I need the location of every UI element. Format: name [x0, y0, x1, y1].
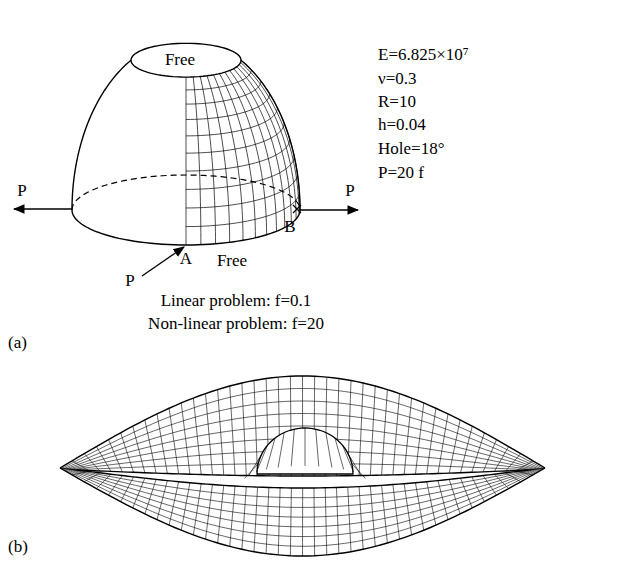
case-note: Non-linear problem: f=20 — [148, 315, 324, 334]
parameter: P=20 f — [378, 164, 424, 183]
mesh-line — [230, 486, 235, 546]
silhouette — [72, 60, 131, 210]
mesh-line — [70, 469, 536, 517]
mesh-line — [326, 433, 332, 468]
mesh-line — [257, 445, 268, 472]
mesh-line — [393, 485, 400, 540]
mesh-line — [415, 483, 423, 530]
panel-label: (a) — [8, 334, 27, 353]
load-arrow — [14, 208, 72, 209]
mesh-line — [206, 485, 213, 540]
mesh-line — [186, 174, 297, 208]
shell-deformed — [60, 376, 545, 556]
mesh-line — [343, 445, 354, 472]
load-arrow — [142, 247, 184, 276]
mesh-line — [348, 487, 351, 552]
mesh-line — [186, 81, 261, 104]
case-note: Linear problem: f=0.1 — [161, 292, 312, 311]
mesh-line — [193, 484, 201, 535]
panel-label: (b) — [8, 538, 28, 557]
mesh-line — [214, 75, 244, 240]
mesh-line — [200, 77, 215, 244]
mesh-line — [186, 192, 299, 227]
mesh-line — [313, 488, 315, 556]
edge-condition: Free — [165, 51, 195, 70]
mesh-line — [291, 429, 294, 466]
load-label: P — [345, 182, 354, 201]
point-label: B — [284, 218, 295, 237]
load-label: P — [125, 272, 134, 291]
mesh-line — [67, 469, 537, 527]
mesh-line — [186, 123, 284, 153]
mesh-line — [266, 488, 269, 554]
mesh-line — [219, 74, 255, 238]
edge-condition: Free — [217, 252, 247, 271]
mesh-line — [169, 482, 179, 525]
mesh-line — [427, 482, 436, 525]
mesh-line — [181, 483, 190, 530]
mesh-line — [305, 428, 306, 466]
hole — [257, 428, 353, 474]
load-arrows — [14, 205, 358, 276]
mesh-line — [337, 488, 339, 554]
mesh-line — [186, 77, 187, 245]
mesh-line — [254, 487, 258, 552]
parameter: R=10 — [378, 93, 416, 112]
mesh-line — [186, 70, 251, 90]
mesh-line — [278, 433, 284, 468]
mesh-line — [325, 488, 327, 555]
mesh-line — [186, 108, 277, 136]
mesh-line — [359, 487, 363, 550]
mesh-line — [290, 488, 291, 556]
mesh-line — [62, 468, 542, 546]
mesh-line — [352, 464, 366, 479]
point-label: A — [180, 250, 192, 269]
mesh-line — [60, 468, 545, 556]
parameter: h=0.04 — [378, 116, 426, 135]
point-marker — [293, 205, 301, 213]
mesh-line — [193, 77, 201, 245]
shell-undeformed — [72, 43, 300, 245]
mesh-line — [186, 139, 290, 171]
load-label: P — [17, 182, 26, 201]
parameter: E=6.825×10⁷ — [378, 46, 469, 65]
mesh-line — [186, 156, 294, 189]
mesh-line — [278, 488, 280, 555]
mesh-line — [225, 72, 267, 235]
mesh-line — [302, 488, 303, 556]
mesh-line — [404, 484, 411, 535]
mesh-line — [218, 485, 224, 543]
mesh-line — [266, 438, 275, 469]
top-edge — [131, 43, 241, 77]
mesh-line — [335, 438, 344, 469]
load-arrow — [300, 209, 358, 210]
mesh-line — [65, 469, 540, 537]
mesh-line — [316, 429, 319, 466]
parameter: Hole=18° — [378, 140, 444, 159]
mesh-line — [370, 486, 375, 546]
mesh-line — [382, 485, 388, 543]
mesh-line — [186, 94, 270, 120]
mesh-line — [242, 487, 246, 550]
parameter: ν=0.3 — [378, 70, 417, 89]
